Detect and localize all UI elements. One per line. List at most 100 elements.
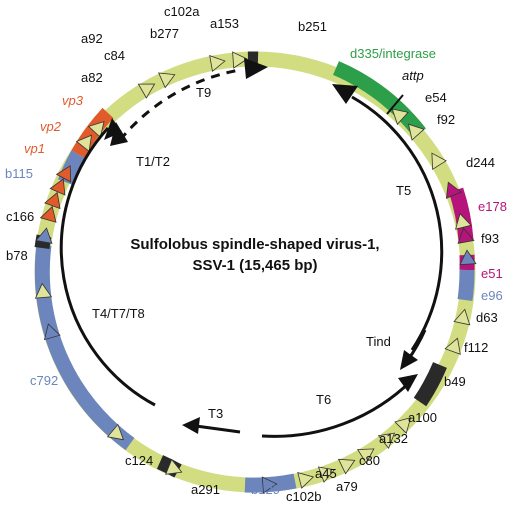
gene-arrowhead <box>232 51 248 69</box>
gene-label-a132: a132 <box>379 431 408 446</box>
transcript-t5-line <box>351 95 444 351</box>
gene-arrowhead <box>43 323 61 341</box>
gene-arrowhead <box>35 227 53 244</box>
gene-label-e54: e54 <box>425 90 447 105</box>
gene-arrowheads <box>34 51 477 494</box>
transcript-t3-line <box>195 424 241 434</box>
gene-label-c84: c84 <box>104 48 125 63</box>
gene-label-b78: b78 <box>6 248 28 263</box>
label-t4t7t8: T4/T7/T8 <box>92 306 145 321</box>
gene-label-e51: e51 <box>481 266 503 281</box>
gene-arrowhead <box>455 212 472 230</box>
label-t3: T3 <box>208 406 223 421</box>
gene-arrowhead <box>39 205 57 223</box>
segment-vp <box>71 107 114 158</box>
gene-label-e178: e178 <box>478 199 507 214</box>
attp-marker <box>386 94 404 115</box>
transcript-t9-head <box>244 58 268 79</box>
gene-arrowhead <box>459 249 477 266</box>
segment-b49-dark <box>413 361 447 407</box>
transcript-t6-head <box>398 374 418 392</box>
gene-arrowhead <box>457 227 475 244</box>
transcript-t12-line <box>106 148 140 310</box>
gene-label-a79: a79 <box>336 479 358 494</box>
gene-label-a100: a100 <box>408 410 437 425</box>
segment-e96 <box>457 269 475 302</box>
gene-arrowhead <box>408 123 425 141</box>
title-line2: SSV-1 (15,465 bp) <box>192 257 317 274</box>
gene-arrowhead <box>356 448 375 464</box>
gene-arrowhead <box>297 472 315 489</box>
gene-label-c166: c166 <box>6 209 34 224</box>
transcript-tind-head <box>400 350 418 370</box>
title-line1: Sulfolobus spindle-shaped virus-1, <box>130 236 379 253</box>
gene-arrowhead <box>337 458 356 475</box>
gene-label-vp2: vp2 <box>40 119 62 134</box>
gene-label-f93: f93 <box>481 231 499 246</box>
transcript-t3-head <box>182 417 200 434</box>
gene-label-b129: b129 <box>251 482 280 497</box>
gene-arrowhead <box>44 191 61 210</box>
gene-arrowhead <box>377 432 396 449</box>
gene-arrowhead <box>49 178 66 196</box>
gene-label-c124: c124 <box>125 453 153 468</box>
transcript-t5-head <box>332 84 358 104</box>
label-t9: T9 <box>196 85 211 100</box>
transcript-t4-head <box>104 118 122 140</box>
gene-labels: b251 d335/integrase attp e54 f92 d244 e1… <box>5 4 507 504</box>
gene-label-integrase: d335/integrase <box>350 46 436 61</box>
gene-arrowhead <box>137 83 156 99</box>
gene-label-d63: d63 <box>476 310 498 325</box>
segment-c792 <box>34 244 135 451</box>
transcript-t9-line <box>118 68 241 141</box>
label-t6: T6 <box>316 392 331 407</box>
gene-arrowhead <box>165 458 183 475</box>
gene-arrowhead <box>87 121 105 139</box>
gene-arrowhead <box>106 423 125 441</box>
gene-label-vp3: vp3 <box>62 93 84 108</box>
transcript-t12-head <box>110 122 128 146</box>
gene-arrowhead <box>391 108 409 126</box>
gene-label-f92: f92 <box>437 112 455 127</box>
gene-label-b115: b115 <box>5 166 33 181</box>
label-tind: Tind <box>366 334 391 349</box>
segment-integrase <box>332 61 426 138</box>
gene-label-f112: f112 <box>464 340 488 355</box>
gene-label-c80: c80 <box>359 453 380 468</box>
gene-arrowhead <box>444 337 461 355</box>
gene-label-a45: a45 <box>315 466 337 481</box>
gene-label-b49: b49 <box>444 374 466 389</box>
gene-arrowhead <box>158 72 176 89</box>
gene-label-e96: e96 <box>481 288 503 303</box>
gene-arrowhead <box>34 282 53 299</box>
gene-arrowhead <box>55 165 72 183</box>
gene-label-attp: attp <box>402 68 424 83</box>
gene-arrowhead <box>261 476 278 494</box>
gene-label-c102a: c102a <box>164 4 200 19</box>
label-t1t2: T1/T2 <box>136 154 170 169</box>
gene-arrowhead <box>209 54 226 73</box>
gene-label-a153: a153 <box>210 16 239 31</box>
gene-arrowhead <box>317 466 336 483</box>
gene-label-a82: a82 <box>81 70 103 85</box>
gene-label-a92: a92 <box>81 31 103 46</box>
transcript-t6-line <box>261 378 414 438</box>
gene-arrowhead <box>453 308 471 326</box>
gene-label-c792: c792 <box>30 373 58 388</box>
gene-label-b277: b277 <box>150 26 179 41</box>
gene-label-c102b: c102b <box>286 489 321 504</box>
gene-label-b251: b251 <box>298 19 327 34</box>
gene-arrowhead <box>431 152 447 171</box>
transcript-t4-line <box>59 126 156 407</box>
gene-arrowhead <box>445 181 462 199</box>
gene-label-a291: a291 <box>191 482 220 497</box>
gene-label-d244: d244 <box>466 155 495 170</box>
transcripts <box>59 58 444 438</box>
gene-arrowhead <box>75 134 93 153</box>
label-t5: T5 <box>396 183 411 198</box>
gene-label-vp1: vp1 <box>24 141 45 156</box>
gene-arrowhead <box>394 417 412 434</box>
segment-b115 <box>57 150 85 185</box>
